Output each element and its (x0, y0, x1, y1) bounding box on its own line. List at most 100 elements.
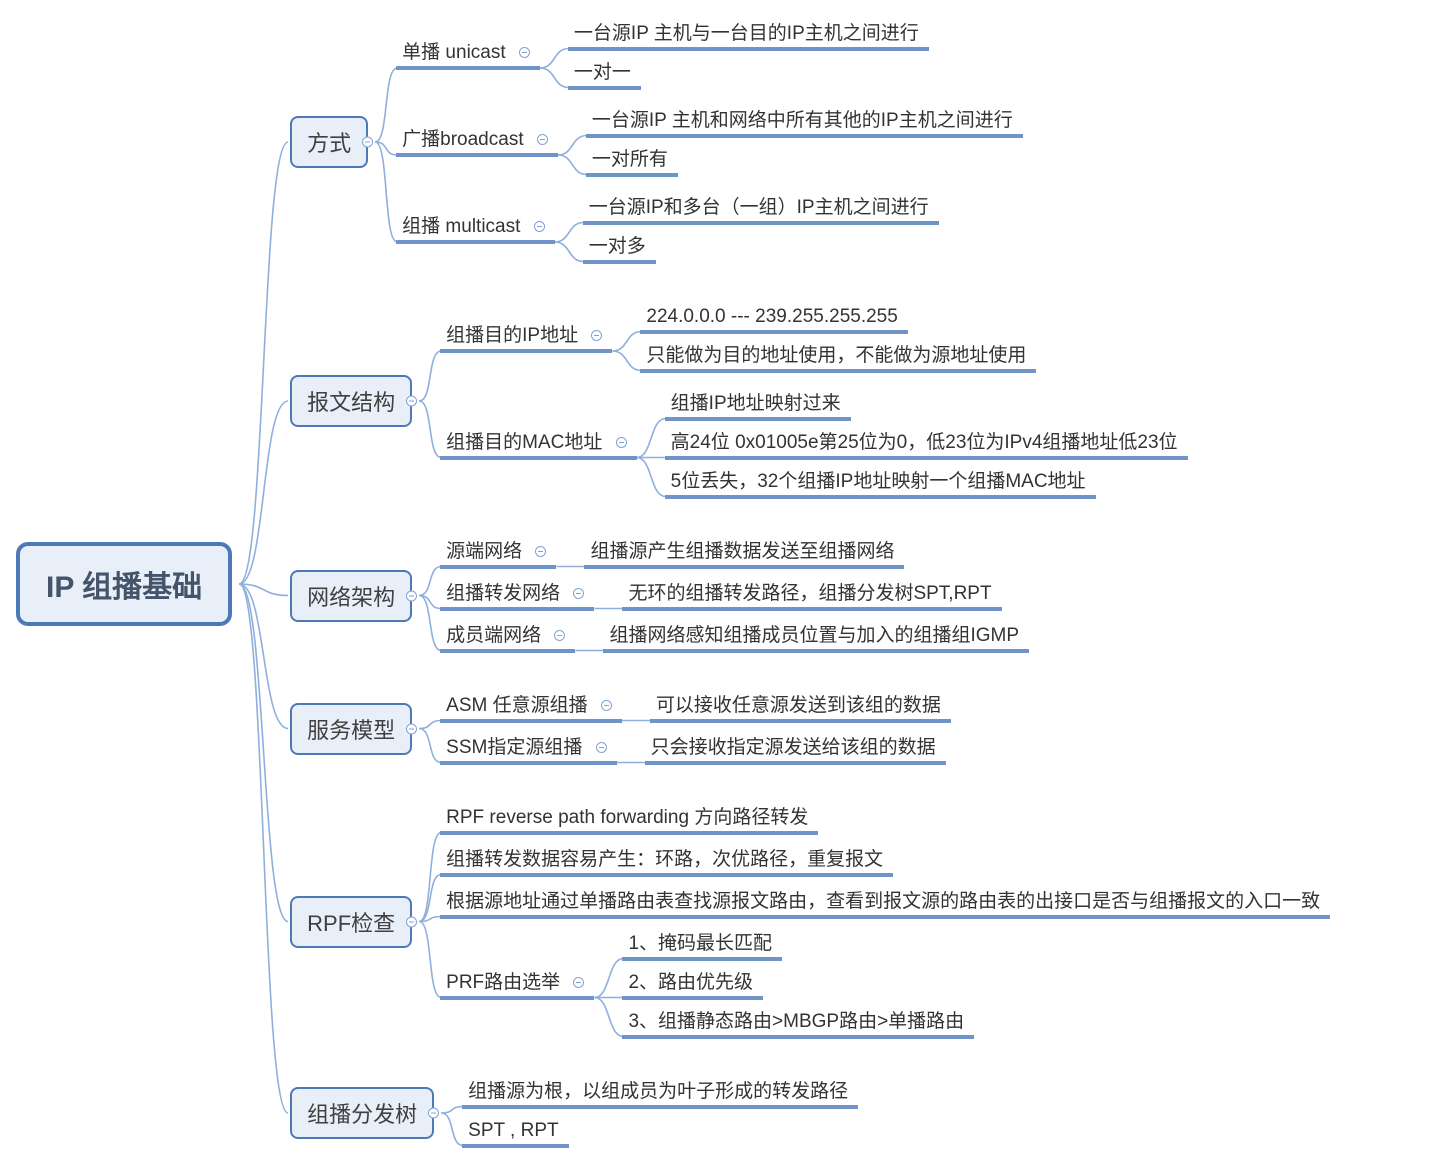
minus-circle-icon[interactable] (406, 395, 418, 407)
node-packet-structure-label[interactable]: 报文结构 (290, 375, 418, 427)
node-asm-label[interactable]: ASM 任意源组播 (440, 693, 622, 723)
prf-route-election-children: 1、掩码最长匹配 2、路由优先级 3、组播静态路由>MBGP路由>单播路由 (622, 931, 975, 1039)
leaf-unicast-desc-label[interactable]: 一台源IP 主机与一台目的IP主机之间进行 (567, 21, 929, 51)
leaf-rpf-procedure-label[interactable]: 根据源地址通过单播路由表查找源报文路由，查看到报文源的路由表的出接口是否与组播报… (440, 889, 1331, 919)
leaf-forwarding-network-desc-label[interactable]: 无环的组播转发路径，组播分发树SPT,RPT (622, 581, 1002, 611)
leaf-text: SPT , RPT (468, 1119, 559, 1141)
minus-circle-icon[interactable] (406, 723, 418, 734)
node-broadcast: 广播broadcast 一台源IP 主机和网络中所有其他的IP主机之间进行 一对… (396, 108, 1023, 177)
leaf-mac-mapping: 组播IP地址映射过来 (664, 391, 1188, 421)
minus-circle-icon[interactable] (573, 976, 585, 988)
leaf-one-to-one: 一对一 (567, 60, 929, 90)
leaf-member-network-desc: 组播网络感知组播成员位置与加入的组播组IGMP (603, 623, 1030, 653)
leaf-tree-definition-label[interactable]: 组播源为根，以组成员为叶子形成的转发路径 (462, 1079, 859, 1109)
node-member-network-label[interactable]: 成员端网络 (440, 623, 576, 653)
minus-circle-icon[interactable] (406, 590, 418, 601)
leaf-broadcast-desc-label[interactable]: 一台源IP 主机和网络中所有其他的IP主机之间进行 (585, 108, 1023, 138)
leaf-text: 一对多 (588, 235, 646, 257)
leaf-route-priority-label[interactable]: 2、路由优先级 (622, 970, 764, 1000)
minus-circle-icon[interactable] (406, 916, 418, 927)
leaf-rpf-definition: RPF reverse path forwarding 方向路径转发 (440, 805, 1330, 835)
leaf-rpf-problems-label[interactable]: 组播转发数据容易产生：环路，次优路径，重复报文 (440, 847, 894, 877)
node-multicast: 组播 multicast 一台源IP和多台（一组）IP主机之间进行 一对多 (396, 195, 1023, 264)
node-root-label[interactable]: IP 组播基础 (16, 542, 233, 626)
leaf-text: 无环的组播转发路径，组播分发树SPT,RPT (628, 582, 992, 604)
leaf-longest-mask-match-label[interactable]: 1、掩码最长匹配 (622, 931, 783, 961)
node-mode-label[interactable]: 方式 (290, 116, 374, 168)
leaf-ip-range-label[interactable]: 224.0.0.0 --- 239.255.255.255 (640, 304, 908, 334)
leaf-ip-usage: 只能做为目的地址使用，不能做为源地址使用 (640, 343, 1037, 373)
node-prf-route-election-label[interactable]: PRF路由选举 (440, 970, 595, 1000)
minus-circle-icon[interactable] (518, 47, 530, 59)
minus-circle-icon[interactable] (595, 741, 607, 753)
forwarding-network-children: 无环的组播转发路径，组播分发树SPT,RPT (622, 581, 1002, 611)
leaf-spt-rpt: SPT , RPT (462, 1118, 858, 1148)
node-root: IP 组播基础 方式 单播 unicast (16, 21, 1331, 1148)
node-source-network-label[interactable]: 源端网络 (440, 539, 557, 569)
node-ssm-text: SSM指定源组播 (446, 736, 583, 758)
minus-circle-icon[interactable] (615, 436, 627, 448)
node-service-model-label[interactable]: 服务模型 (290, 702, 418, 755)
minus-circle-icon[interactable] (573, 587, 585, 599)
node-dest-ip-address-label[interactable]: 组播目的IP地址 (440, 323, 613, 353)
leaf-text: 3、组播静态路由>MBGP路由>单播路由 (628, 1010, 965, 1032)
node-unicast-label[interactable]: 单播 unicast (396, 40, 540, 70)
leaf-one-to-all-label[interactable]: 一对所有 (585, 147, 678, 177)
leaf-source-network-desc: 组播源产生组播数据发送至组播网络 (584, 539, 905, 569)
leaf-text: 一对一 (573, 61, 631, 83)
leaf-text: 可以接收任意源发送到该组的数据 (655, 694, 941, 716)
node-rpf-check-label[interactable]: RPF检查 (290, 895, 418, 948)
node-multicast-label[interactable]: 组播 multicast (396, 214, 555, 244)
node-forwarding-network-text: 组播转发网络 (446, 582, 561, 604)
leaf-one-to-many-label[interactable]: 一对多 (582, 234, 656, 264)
node-asm-text: ASM 任意源组播 (446, 694, 588, 716)
node-packet-structure: 报文结构 组播目的IP地址 224.0.0.0 --- 239.255.25 (290, 304, 1330, 499)
leaf-source-network-desc-label[interactable]: 组播源产生组播数据发送至组播网络 (584, 539, 905, 569)
minus-circle-icon[interactable] (554, 629, 566, 641)
node-broadcast-label[interactable]: 广播broadcast (396, 127, 558, 157)
unicast-children: 一台源IP 主机与一台目的IP主机之间进行 一对一 (567, 21, 929, 90)
node-ssm-label[interactable]: SSM指定源组播 (440, 735, 617, 765)
leaf-text: 根据源地址通过单播路由表查找源报文路由，查看到报文源的路由表的出接口是否与组播报… (446, 890, 1321, 912)
leaf-asm-desc-label[interactable]: 可以接收任意源发送到该组的数据 (649, 693, 951, 723)
minus-circle-icon[interactable] (536, 134, 548, 146)
leaf-rpf-definition-label[interactable]: RPF reverse path forwarding 方向路径转发 (440, 805, 819, 835)
node-forwarding-network-label[interactable]: 组播转发网络 (440, 581, 595, 611)
minus-circle-icon[interactable] (533, 221, 545, 233)
leaf-ip-usage-label[interactable]: 只能做为目的地址使用，不能做为源地址使用 (640, 343, 1037, 373)
minus-circle-icon[interactable] (362, 136, 374, 148)
leaf-text: 只会接收指定源发送给该组的数据 (650, 736, 936, 758)
node-network-architecture-label[interactable]: 网络架构 (290, 569, 418, 622)
minus-circle-icon[interactable] (591, 330, 603, 342)
node-unicast: 单播 unicast 一台源IP 主机与一台目的IP主机之间进行 一对一 (396, 21, 1023, 90)
leaf-ip-range: 224.0.0.0 --- 239.255.255.255 (640, 304, 1036, 334)
leaf-one-to-one-label[interactable]: 一对一 (567, 60, 641, 90)
leaf-spt-rpt-label[interactable]: SPT , RPT (462, 1118, 569, 1148)
minus-circle-icon[interactable] (535, 545, 547, 557)
distribution-tree-children: 组播源为根，以组成员为叶子形成的转发路径 SPT , RPT (462, 1079, 859, 1148)
packet-structure-children: 组播目的IP地址 224.0.0.0 --- 239.255.255.255 只… (440, 304, 1188, 499)
leaf-multicast-desc-label[interactable]: 一台源IP和多台（一组）IP主机之间进行 (582, 195, 939, 225)
node-asm: ASM 任意源组播 可以接收任意源发送到该组的数据 (440, 693, 951, 723)
leaf-ssm-desc: 只会接收指定源发送给该组的数据 (644, 735, 946, 765)
leaf-mac-mapping-label[interactable]: 组播IP地址映射过来 (664, 391, 851, 421)
source-network-children: 组播源产生组播数据发送至组播网络 (584, 539, 905, 569)
leaf-text: 组播源为根，以组成员为叶子形成的转发路径 (468, 1080, 849, 1102)
leaf-ssm-desc-label[interactable]: 只会接收指定源发送给该组的数据 (644, 735, 946, 765)
minus-circle-icon[interactable] (600, 699, 612, 711)
dest-ip-children: 224.0.0.0 --- 239.255.255.255 只能做为目的地址使用… (640, 304, 1037, 373)
leaf-route-preference-order-label[interactable]: 3、组播静态路由>MBGP路由>单播路由 (622, 1009, 975, 1039)
leaf-text: 组播源产生组播数据发送至组播网络 (590, 540, 895, 562)
node-dest-mac-address-label[interactable]: 组播目的MAC地址 (440, 430, 637, 460)
node-distribution-tree-label[interactable]: 组播分发树 (290, 1087, 440, 1139)
minus-circle-icon[interactable] (428, 1107, 440, 1119)
node-packet-structure-text: 报文结构 (307, 390, 396, 415)
leaf-mac-loss-label[interactable]: 5位丢失，32个组播IP地址映射一个组播MAC地址 (664, 469, 1096, 499)
mode-children: 单播 unicast 一台源IP 主机与一台目的IP主机之间进行 一对一 (396, 21, 1023, 264)
ssm-children: 只会接收指定源发送给该组的数据 (644, 735, 946, 765)
leaf-mac-bits-label[interactable]: 高24位 0x01005e第25位为0，低23位为IPv4组播地址低23位 (664, 430, 1188, 460)
node-multicast-text: 组播 multicast (402, 216, 521, 237)
leaf-member-network-desc-label[interactable]: 组播网络感知组播成员位置与加入的组播组IGMP (603, 623, 1030, 653)
